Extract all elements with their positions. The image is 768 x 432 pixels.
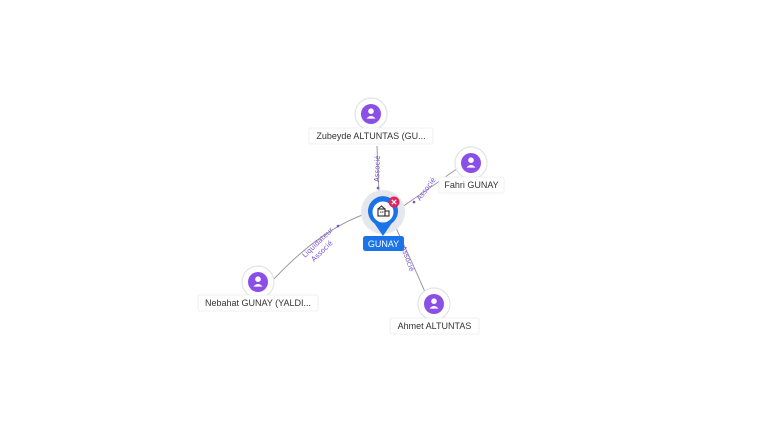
node-label-ahmet: Ahmet ALTUNTAS: [398, 321, 472, 331]
edge-label-zubeyde: Associé: [373, 155, 382, 182]
node-label-bg: [197, 294, 319, 312]
person-icon: [248, 272, 268, 292]
edge-nebahat: [273, 213, 366, 280]
edge-arrow-nebahat: [336, 224, 340, 228]
person-icon: [461, 153, 481, 173]
edge-fahri: [401, 167, 459, 208]
close-icon[interactable]: [388, 196, 400, 208]
center-node[interactable]: GUNAY: [361, 190, 405, 251]
edge-arrow-fahri: [412, 200, 416, 204]
node-fahri[interactable]: Fahri GUNAY: [438, 146, 505, 194]
node-label-bg: [389, 317, 480, 335]
person-icon: [361, 104, 381, 124]
edge-ahmet: [395, 227, 426, 293]
edge-zubeyde: [376, 145, 380, 195]
person-icon: [424, 294, 444, 314]
node-nebahat[interactable]: Nebahat GUNAY (YALDI...: [197, 265, 319, 312]
node-zubeyde[interactable]: Zubeyde ALTUNTAS (GU...: [308, 97, 434, 145]
node-label-nebahat: Nebahat GUNAY (YALDI...: [205, 298, 311, 308]
node-label-zubeyde: Zubeyde ALTUNTAS (GU...: [316, 131, 425, 141]
node-label-bg: [438, 176, 505, 194]
node-label-fahri: Fahri GUNAY: [444, 180, 498, 190]
node-label-bg: [308, 127, 434, 145]
center-label-bg: [363, 236, 404, 251]
edge-arrow-zubeyde: [376, 186, 380, 190]
center-label: GUNAY: [368, 239, 399, 249]
company-building-icon: [377, 205, 390, 217]
node-ahmet[interactable]: Ahmet ALTUNTAS: [389, 287, 480, 335]
edge-label-fahri: Associé: [415, 176, 437, 202]
